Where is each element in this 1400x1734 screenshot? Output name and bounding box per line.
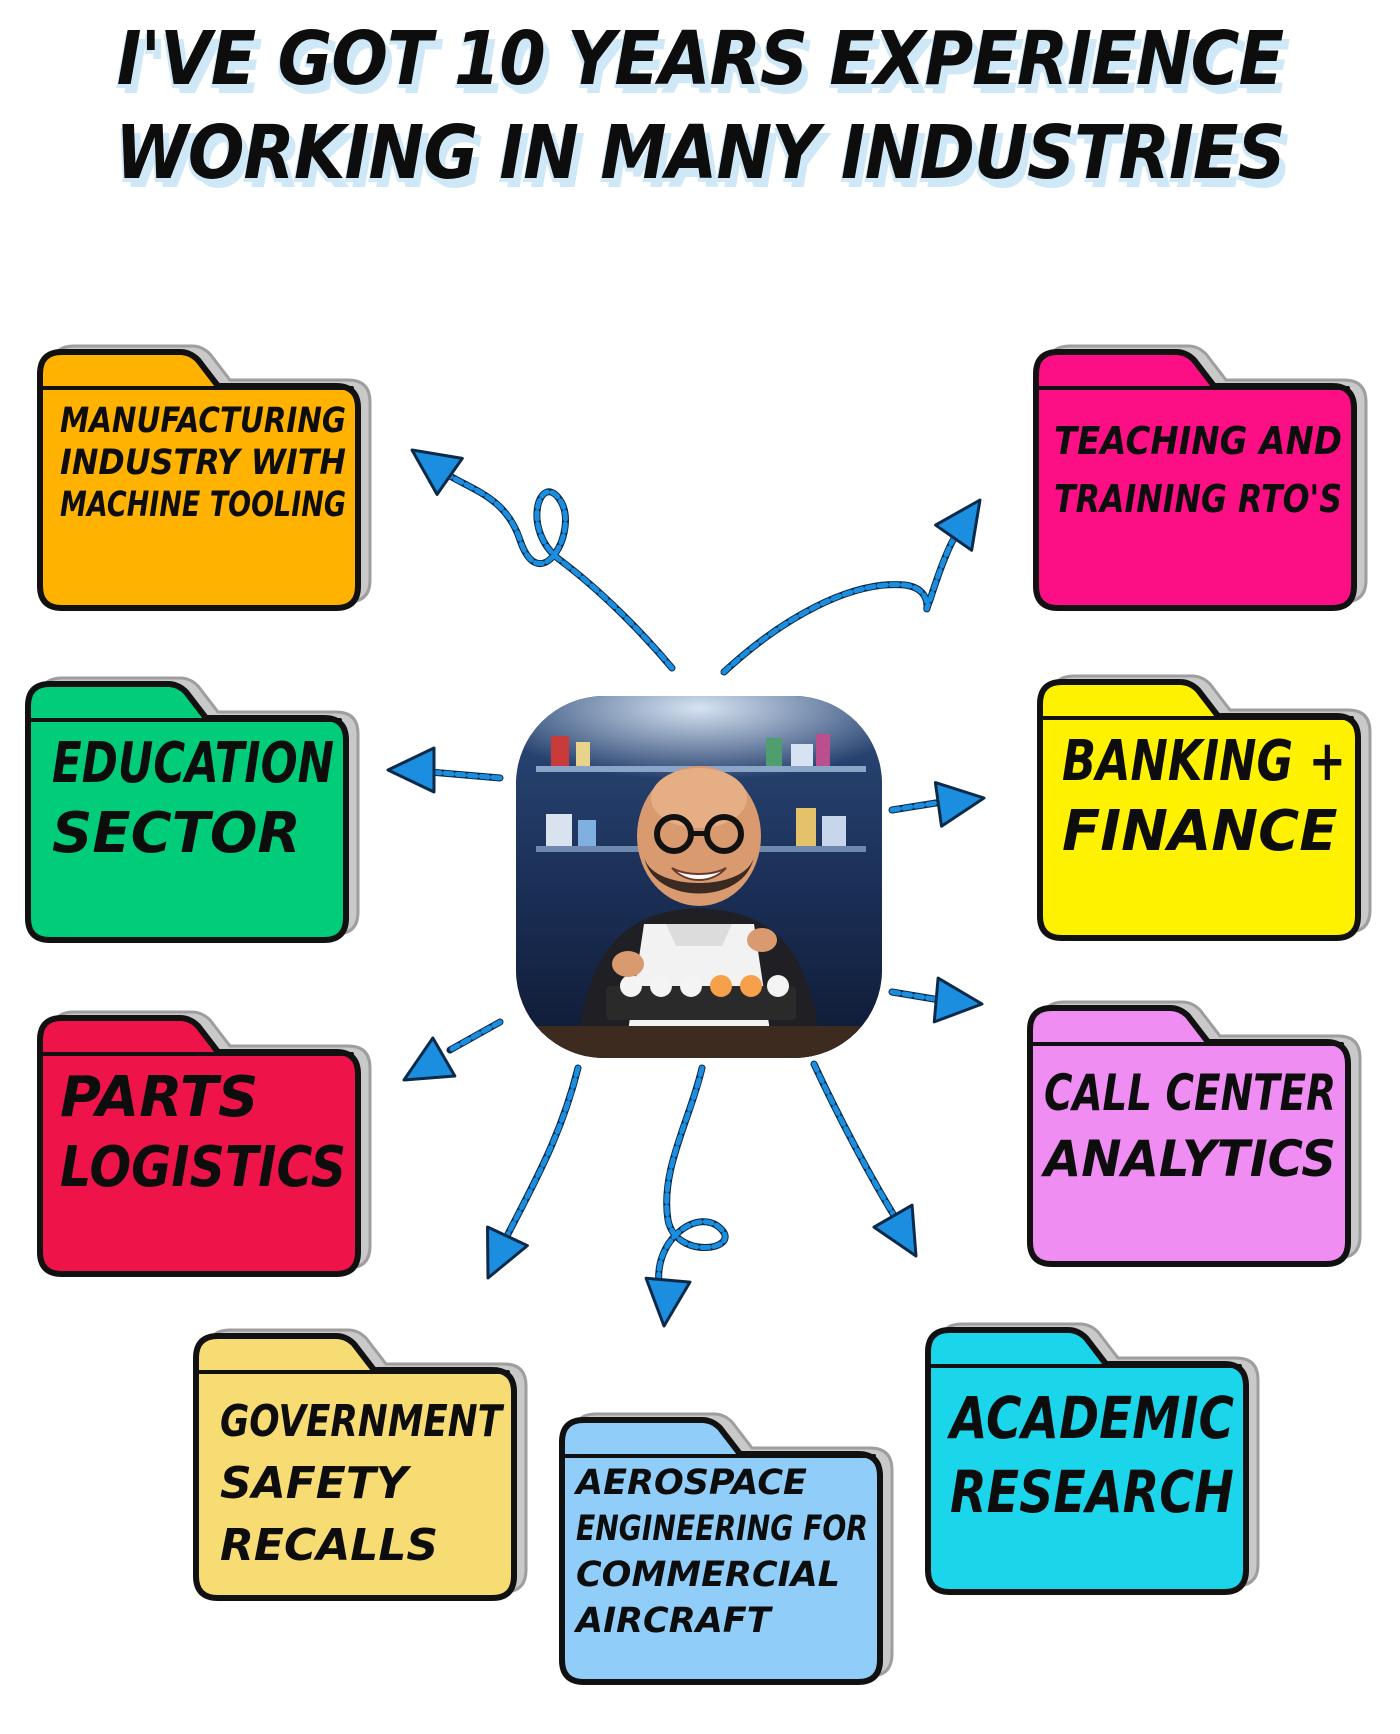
arrowhead-icon	[410, 448, 464, 496]
folder-label-line: LOGISTICS	[60, 1135, 346, 1200]
arrow-education	[386, 746, 504, 794]
arrow-call-center	[888, 976, 984, 1024]
folder-label-line: TRAINING RTO'S	[1054, 477, 1342, 521]
folder-label-line: TEACHING AND	[1054, 419, 1342, 463]
arrowhead-icon	[872, 1203, 918, 1258]
arrowhead-icon	[933, 781, 986, 828]
arrow-line	[437, 467, 675, 671]
folder-label-line: RESEARCH	[950, 1458, 1234, 1526]
folder-icon	[37, 349, 361, 611]
arrowhead-icon	[386, 746, 436, 794]
title-line-2: WORKING IN MANY INDUSTRIES	[115, 110, 1285, 196]
arrow-banking	[888, 781, 986, 828]
folder-label-line: AEROSPACE	[573, 1463, 807, 1503]
arrowhead-icon	[932, 976, 984, 1024]
title-line-1: I'VE GOT 10 YEARS EXPERIENCE	[116, 16, 1284, 102]
folder-aerospace: AEROSPACE ENGINEERING FOR COMMERCIAL AIRCRA…	[559, 1412, 894, 1685]
arrow-manufacturing	[410, 448, 676, 672]
folder-banking: BANKING +FINANCE	[1037, 674, 1372, 941]
folder-label-line: FINANCE	[1062, 799, 1338, 864]
folder-label-line: ACADEMIC	[947, 1384, 1234, 1452]
arrowhead-icon	[644, 1276, 692, 1328]
arrow-line	[811, 1061, 901, 1225]
folder-icon	[1027, 1005, 1351, 1267]
arrow-teaching	[720, 498, 982, 676]
arrow-line	[447, 1019, 503, 1053]
arrowhead-icon	[486, 1225, 529, 1280]
folder-icon	[37, 1015, 361, 1277]
arrow-parts	[402, 1018, 504, 1082]
arrow-line	[427, 769, 503, 781]
page-title: I'VE GOT 10 YEARS EXPERIENCE WORKING IN …	[70, 12, 1330, 200]
folder-icon	[925, 1327, 1249, 1595]
folder-label-line: MANUFACTURING	[60, 401, 346, 441]
folder-government: GOVERNMENT SAFETY RECALLS	[193, 1328, 528, 1601]
folder-call-center: CALL CENTER ANALYTICS	[1027, 1000, 1362, 1267]
arrow-academic	[810, 1060, 918, 1258]
folder-teaching: TEACHING AND TRAINING RTO'S	[1033, 344, 1368, 611]
arrow-line	[721, 527, 963, 675]
arrow-line-outline	[436, 466, 676, 672]
arrow-line	[889, 799, 945, 813]
folder-label-line: SAFETY	[220, 1458, 412, 1509]
arrow-line	[502, 1065, 581, 1243]
folder-label-line: INDUSTRY WITH	[60, 443, 346, 483]
folder-label-line: SECTOR	[52, 801, 301, 866]
arrowhead-icon	[402, 1036, 457, 1082]
folder-label-line: CALL CENTER	[1044, 1064, 1336, 1122]
arrow-line	[656, 1065, 728, 1293]
folder-label-line: EDUCATION	[52, 731, 334, 796]
folder-label-line: MACHINE TOOLING	[60, 485, 346, 525]
arrows-layer	[386, 448, 986, 1328]
portrait-image	[516, 696, 882, 1058]
arrowhead-icon	[934, 498, 982, 552]
folder-label-line: GOVERNMENT	[220, 1396, 504, 1447]
folder-label-line: PARTS	[60, 1065, 258, 1130]
folder-label-line: BANKING +	[1062, 729, 1346, 794]
arrow-aerospace	[644, 1064, 729, 1328]
arrow-government	[486, 1064, 582, 1280]
arrow-line	[889, 989, 943, 1003]
folder-label-line: AIRCRAFT	[573, 1601, 774, 1641]
folder-label-line: RECALLS	[220, 1520, 438, 1571]
folder-icon	[193, 1333, 517, 1601]
folder-label-line: ANALYTICS	[1040, 1130, 1336, 1188]
folder-label-line: COMMERCIAL	[576, 1555, 840, 1595]
folder-icon	[1033, 349, 1357, 611]
folder-label-line: ENGINEERING FOR	[576, 1509, 868, 1549]
folder-icon	[25, 681, 349, 943]
folder-icon	[559, 1417, 883, 1685]
folder-icon	[1037, 679, 1361, 941]
